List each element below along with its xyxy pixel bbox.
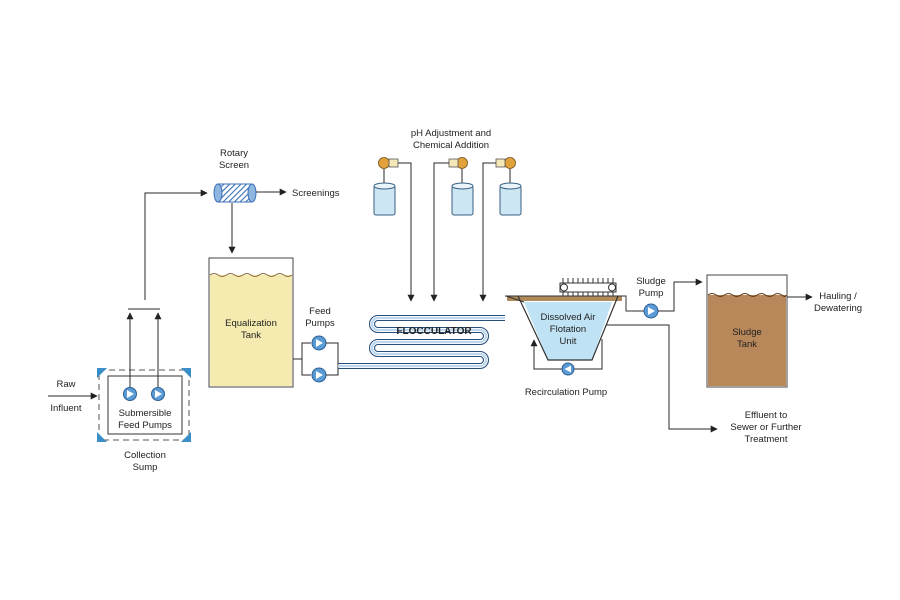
- svg-text:Pump: Pump: [639, 288, 664, 299]
- screen-feed-line: [144, 189, 208, 300]
- svg-text:Sludge: Sludge: [636, 276, 666, 287]
- feed-pump-2: [311, 367, 327, 383]
- submersible-pump-1: [123, 387, 137, 401]
- recirculation-pump-label: Recirculation Pump: [525, 387, 607, 398]
- submersible-pump-2: [151, 387, 165, 401]
- rotary-screen: [213, 183, 257, 203]
- svg-text:Raw: Raw: [56, 379, 75, 390]
- chemical-feed-unit-3: [479, 157, 522, 302]
- svg-text:Equalization: Equalization: [225, 318, 277, 329]
- sludge-discharge-line: [658, 278, 703, 312]
- equalization-tank: [208, 257, 294, 388]
- feed-suction-line-2: [301, 359, 311, 376]
- feed-discharge-line: [326, 342, 339, 376]
- raw-influent-label: Raw Influent: [50, 379, 82, 414]
- svg-text:Sewer or Further: Sewer or Further: [730, 422, 801, 433]
- svg-text:Flotation: Flotation: [550, 324, 586, 335]
- feed-suction-line-1: [293, 342, 311, 360]
- svg-text:Feed Pumps: Feed Pumps: [118, 420, 172, 431]
- chemical-feed-unit-1: [373, 157, 415, 302]
- svg-text:Dissolved Air: Dissolved Air: [541, 312, 596, 323]
- screenings-label: Screenings: [292, 188, 340, 199]
- chemical-feed-unit-2: [430, 157, 474, 302]
- sump-corner-marker: [97, 368, 107, 378]
- svg-text:Collection: Collection: [124, 450, 166, 461]
- svg-text:Dewatering: Dewatering: [814, 303, 862, 314]
- sludge-tank-label: Sludge Tank: [732, 327, 762, 350]
- svg-text:Treatment: Treatment: [745, 434, 788, 445]
- svg-text:Influent: Influent: [50, 403, 82, 414]
- svg-text:Tank: Tank: [241, 330, 261, 341]
- effluent-label: Effluent to Sewer or Further Treatment: [730, 410, 801, 445]
- svg-text:Feed: Feed: [309, 306, 331, 317]
- equalization-tank-label: Equalization Tank: [225, 318, 277, 341]
- svg-text:Chemical Addition: Chemical Addition: [413, 140, 489, 151]
- svg-text:Pumps: Pumps: [305, 318, 335, 329]
- daf-tank: [505, 295, 632, 361]
- flocculator-label: FLOCCULATOR: [396, 326, 472, 337]
- collection-sump-label: Collection Sump: [124, 450, 166, 473]
- effluent-line: [606, 324, 718, 433]
- svg-text:Rotary: Rotary: [220, 148, 248, 159]
- svg-text:Effluent to: Effluent to: [745, 410, 788, 421]
- daf-skimmer: [559, 278, 617, 297]
- recirculation-pump: [561, 362, 575, 376]
- svg-text:Sump: Sump: [133, 462, 158, 473]
- svg-text:pH Adjustment and: pH Adjustment and: [411, 128, 491, 139]
- hauling-dewatering-label: Hauling / Dewatering: [814, 291, 862, 314]
- sludge-tank: [706, 274, 788, 388]
- submersible-pumps-label: Submersible Feed Pumps: [118, 408, 172, 431]
- svg-text:Screen: Screen: [219, 160, 249, 171]
- svg-text:Tank: Tank: [737, 339, 757, 350]
- daf-unit-label: Dissolved Air Flotation Unit: [541, 312, 596, 347]
- svg-text:Submersible: Submersible: [119, 408, 172, 419]
- ph-adjustment-label: pH Adjustment and Chemical Addition: [411, 128, 491, 151]
- svg-text:Hauling /: Hauling /: [819, 291, 857, 302]
- feed-pumps-label: Feed Pumps: [305, 306, 335, 329]
- svg-text:Unit: Unit: [560, 336, 577, 347]
- label-crop-mask: [100, 472, 200, 482]
- sludge-pump-label: Sludge Pump: [636, 276, 666, 299]
- svg-text:Sludge: Sludge: [732, 327, 762, 338]
- rotary-screen-label: Rotary Screen: [219, 148, 249, 171]
- sludge-pump: [643, 303, 659, 319]
- feed-pump-1: [311, 335, 327, 351]
- collection-sump: [97, 368, 191, 442]
- flocculator: [338, 314, 505, 370]
